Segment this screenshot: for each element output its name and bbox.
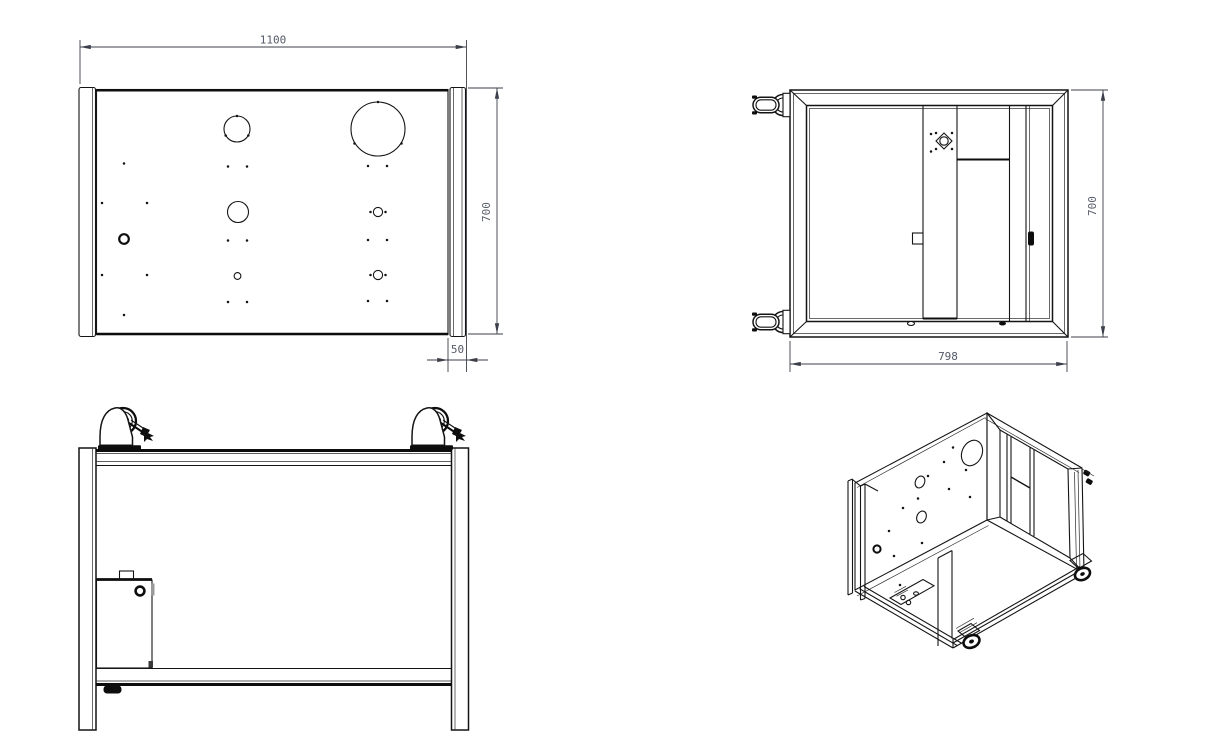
iso-caster-bracket <box>1069 552 1093 570</box>
box-grommet <box>134 585 146 597</box>
caster-front-right <box>408 406 468 452</box>
iso-bolt <box>900 594 906 601</box>
dim-side-width-label: 798 <box>938 350 958 363</box>
frame-outer <box>789 89 1069 338</box>
left-flange <box>78 86 97 338</box>
front-rails <box>78 447 470 731</box>
slot-plug <box>999 321 1006 326</box>
electrical-box <box>95 570 155 669</box>
right-leg <box>450 447 470 731</box>
top-view-body <box>78 86 467 338</box>
dim-side-width: 798 <box>789 341 1068 372</box>
top-view-holes <box>100 100 406 317</box>
top-panel <box>95 88 449 336</box>
iso-back-rail <box>856 525 989 597</box>
miter-joints <box>789 89 1069 338</box>
dim-top-height-label: 700 <box>480 202 493 222</box>
iso-hole <box>914 475 926 489</box>
iso-caster-hub <box>1080 572 1085 576</box>
hole <box>226 200 250 224</box>
slot-hole <box>906 320 916 327</box>
side-view: 700 798 <box>751 89 1108 372</box>
latch-block <box>1028 231 1034 246</box>
frame-outer-inset <box>793 93 1065 334</box>
caster-side-bottom <box>751 309 791 335</box>
right-flange <box>449 86 467 338</box>
iso-cross-member <box>1010 476 1031 489</box>
caster-front-left <box>96 406 156 452</box>
iso-left-rail <box>854 585 963 649</box>
swivel-fitting-diamond <box>935 132 953 150</box>
hole-small <box>372 206 384 218</box>
dim-top-flange-label: 50 <box>451 343 464 356</box>
iso-hole-dots <box>887 446 972 587</box>
iso-mid-support <box>937 550 953 646</box>
hole-large <box>350 101 406 157</box>
dim-top-width: 1100 <box>79 34 467 372</box>
box-hinge-bottom <box>148 661 153 668</box>
hole-small <box>372 269 384 281</box>
top-view: 1100 700 50 <box>78 34 503 372</box>
hole-ring <box>118 233 130 245</box>
isometric-view <box>847 412 1095 650</box>
frame-inner <box>805 104 1054 323</box>
iso-caster-tab-line <box>1081 468 1095 477</box>
fitting-dots <box>929 131 954 153</box>
iso-bottom-frame <box>854 525 1085 649</box>
iso-panel-holes <box>872 439 984 587</box>
iso-frame-miters <box>986 412 1085 574</box>
iso-caster-top-tabs <box>1081 468 1095 485</box>
iso-caster-tab <box>1085 478 1093 485</box>
iso-bolt <box>905 599 912 606</box>
iso-front-rail <box>952 566 1085 649</box>
dim-top-flange: 50 <box>427 338 488 372</box>
panel-notch <box>911 232 924 245</box>
iso-caster-bracket <box>957 622 981 639</box>
side-interior <box>906 104 1034 327</box>
iso-caster-mid <box>955 617 981 650</box>
iso-box-outline <box>888 578 936 606</box>
iso-frame-profile <box>984 418 1081 572</box>
iso-box-marks <box>894 585 909 597</box>
iso-hole-ring <box>872 544 882 554</box>
box-hinge-top <box>151 583 155 596</box>
dim-top-width-label: 1100 <box>260 34 287 47</box>
caster-side-top <box>751 92 791 118</box>
dim-side-height-label: 700 <box>1086 196 1099 216</box>
iso-box <box>888 578 936 606</box>
dim-side-height: 700 <box>1071 89 1108 338</box>
hole <box>223 115 251 143</box>
iso-caster-corner <box>1069 552 1093 582</box>
iso-left-frame <box>847 478 879 601</box>
iso-caster-tab <box>1083 469 1091 477</box>
iso-hole <box>916 510 927 524</box>
iso-hole-large <box>960 439 984 467</box>
dim-top-height: 700 <box>468 87 503 335</box>
hole-small <box>233 272 242 280</box>
iso-caster-hub <box>969 639 974 644</box>
iso-uprights <box>1006 434 1035 537</box>
leveling-foot <box>103 685 122 694</box>
box-tab <box>118 570 135 581</box>
iso-slot <box>913 591 919 596</box>
front-view <box>78 406 470 731</box>
iso-panel-edge <box>856 417 986 488</box>
left-leg <box>78 447 97 731</box>
frame-inner-inset <box>809 108 1050 319</box>
mounting-hole-dots <box>100 100 403 317</box>
iso-caster-plate <box>955 617 978 634</box>
iso-right-frame <box>984 412 1085 574</box>
iso-panel <box>854 412 988 591</box>
swivel-fitting-bore <box>939 136 949 146</box>
